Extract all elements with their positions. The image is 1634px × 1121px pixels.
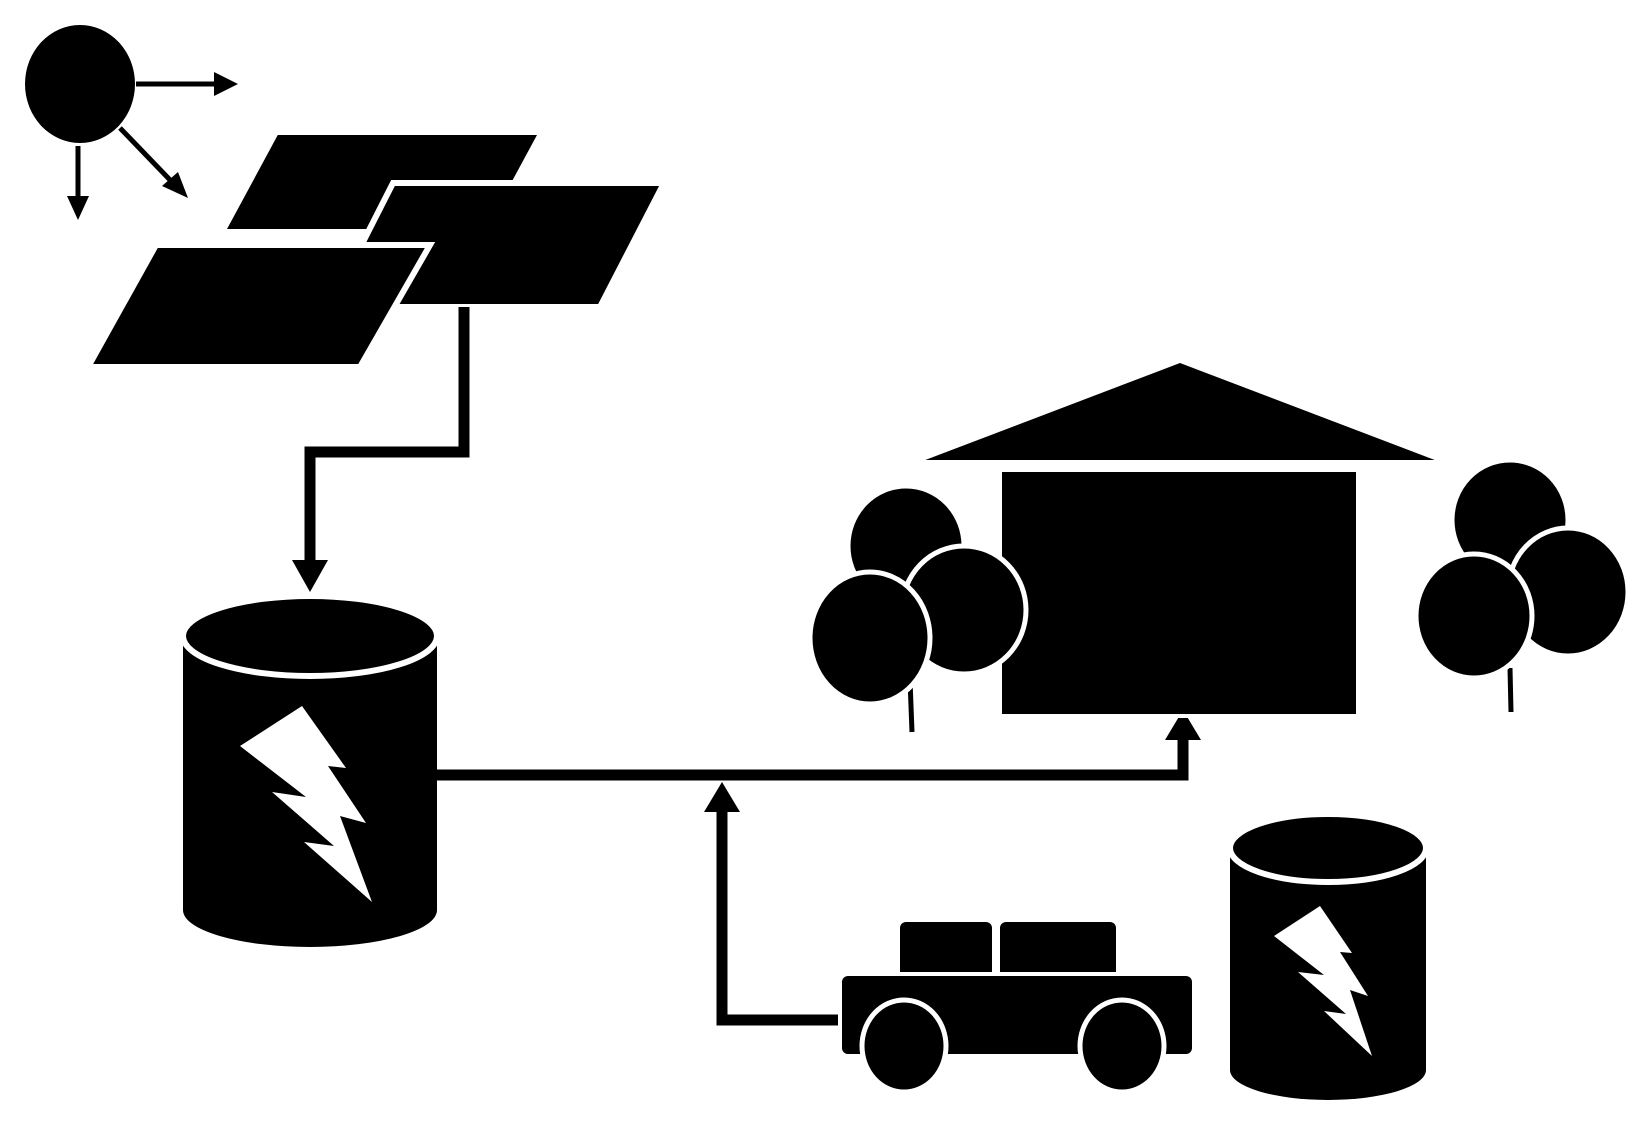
car-wheel-rear — [1077, 997, 1167, 1095]
solar-panel-icon — [82, 129, 669, 370]
sun-ray-right-arrow — [136, 72, 238, 96]
car-icon — [838, 918, 1196, 1095]
house-body — [998, 468, 1360, 718]
house-roof — [920, 363, 1440, 462]
sun-ray-down-arrow — [67, 146, 89, 220]
sun-ray-diagonal-arrow — [118, 126, 188, 198]
lightning-bolt-icon — [240, 706, 372, 902]
lightning-bolt-icon — [1274, 906, 1372, 1056]
car-to-bus-connector — [704, 782, 846, 1026]
battery-icon — [1227, 811, 1429, 1100]
tree-icon — [807, 483, 1029, 733]
battery-icon — [180, 593, 440, 947]
house-icon — [900, 363, 1460, 718]
battery-to-house-connector — [437, 710, 1201, 781]
solar-to-battery-connector — [292, 307, 470, 592]
car-wheel-front — [859, 997, 949, 1095]
solar-panel-front — [82, 242, 436, 370]
tree-icon — [1413, 457, 1631, 713]
sun-icon — [25, 25, 238, 220]
